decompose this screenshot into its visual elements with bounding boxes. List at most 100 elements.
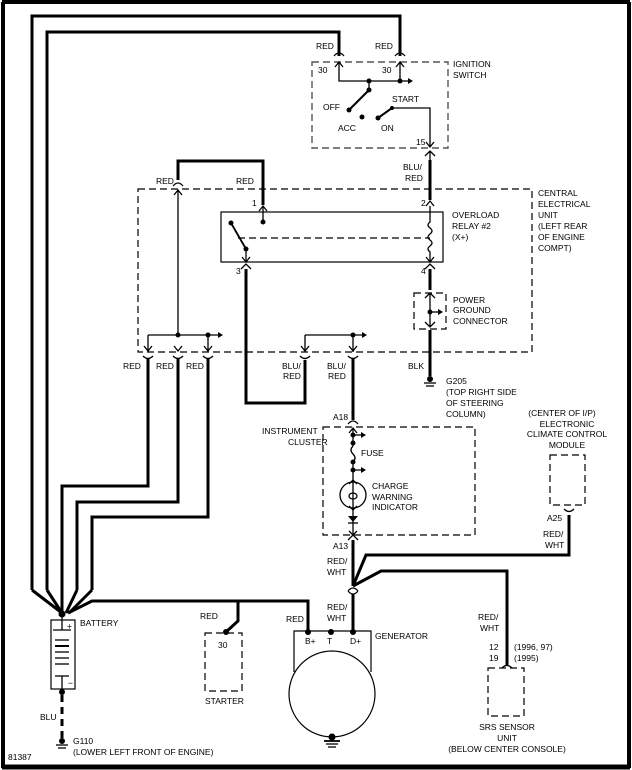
starter: 30 STARTER RED (200, 611, 244, 706)
svg-text:(LEFT REAR: (LEFT REAR (538, 221, 587, 231)
fuse-icon (350, 445, 356, 463)
terminal-label: 30 (382, 65, 392, 75)
svg-text:INDICATOR: INDICATOR (372, 502, 418, 512)
svg-text:COMPT): COMPT) (538, 243, 572, 253)
relay-title: OVERLOAD RELAY #2 (X+) (452, 210, 499, 242)
switch-position-acc: ACC (338, 123, 356, 133)
wire-red-generator-bplus (238, 599, 310, 632)
climate-control-module: (CENTER OF I/P) ELECTRONIC CLIMATE CONTR… (527, 408, 607, 550)
ground-icon (59, 738, 65, 744)
svg-text:WHT: WHT (545, 540, 564, 550)
wire-label: BLU (40, 712, 57, 722)
red-wht-splice: RED/ WHT RED/ WHT (327, 515, 571, 665)
wire-label: RED (405, 173, 423, 183)
ignition-switch-housing (311, 61, 449, 149)
svg-text:CENTRAL: CENTRAL (538, 188, 578, 198)
terminal-label: T (327, 636, 332, 646)
fuse-label: FUSE (361, 448, 384, 458)
terminal-label: 15 (416, 137, 426, 147)
svg-text:WHT: WHT (327, 613, 346, 623)
svg-text:(TOP RIGHT SIDE: (TOP RIGHT SIDE (446, 387, 517, 397)
terminal-label: 30 (318, 65, 328, 75)
ceu-housing (137, 188, 533, 353)
pin-label: A25 (547, 513, 562, 523)
wire-label: BLU/ (327, 361, 347, 371)
svg-text:POWER: POWER (453, 295, 485, 305)
pin-label: 1 (252, 198, 257, 208)
svg-text:CHARGE: CHARGE (372, 481, 409, 491)
switch-position-on: ON (381, 123, 394, 133)
svg-text:CLIMATE CONTROL: CLIMATE CONTROL (527, 429, 607, 439)
generator-icon (288, 650, 376, 738)
wire-label: BLU/ (282, 361, 302, 371)
pin-label: A13 (333, 541, 348, 551)
component-title: CLUSTER (288, 437, 328, 447)
svg-text:GROUND: GROUND (453, 305, 491, 315)
svg-text:RED/: RED/ (327, 556, 348, 566)
switch-position-start: START (392, 94, 419, 104)
svg-text:WHT: WHT (327, 567, 346, 577)
wire-red-wht-climate (351, 515, 571, 587)
ground-icon (427, 376, 433, 382)
wire-label: RED (283, 371, 301, 381)
pin-label: 19 (489, 653, 499, 663)
ignition-switch: RED RED 30 30 IGNITION SWITCH OFF START … (30, 14, 491, 590)
power-ground-title: POWER GROUND CONNECTOR (453, 295, 508, 326)
svg-text:G110: G110 (73, 736, 93, 746)
component-title: IGNITION (453, 59, 491, 69)
wire-red-wht-srs (352, 569, 509, 665)
svg-text:ELECTRONIC: ELECTRONIC (540, 419, 595, 429)
ground-g205: G205 (TOP RIGHT SIDE OF STEERING COLUMN) (424, 376, 517, 419)
svg-text:WARNING: WARNING (372, 492, 413, 502)
svg-text:RED/: RED/ (478, 612, 499, 622)
wire-label: RED (200, 611, 218, 621)
figure-number: 81387 (8, 752, 32, 762)
ground-icon (328, 733, 336, 741)
svg-text:(X+): (X+) (452, 232, 468, 242)
terminal-label: B+ (305, 636, 316, 646)
switch-position-off: OFF (323, 102, 340, 112)
generator: B+ T D+ GENERATOR RED (286, 614, 428, 748)
wire-label: RED (375, 41, 393, 51)
wire-red-loop (176, 159, 265, 205)
component-title: GENERATOR (375, 631, 428, 641)
battery-icon (50, 619, 76, 690)
wire-label: RED (286, 614, 304, 624)
instrument-cluster: A18 A13 INSTRUMENT CLUSTER FUSE CHARGE W… (262, 358, 476, 551)
overload-relay-2 (220, 211, 444, 263)
component-title: INSTRUMENT (262, 426, 318, 436)
pin-label: 3 (236, 266, 241, 276)
svg-text:(BELOW CENTER CONSOLE): (BELOW CENTER CONSOLE) (448, 744, 566, 754)
terminal-label: D+ (350, 636, 361, 646)
svg-text:WHT: WHT (480, 623, 499, 633)
svg-text:G205: G205 (446, 376, 467, 386)
starter-housing (204, 632, 243, 692)
wire-label: RED (123, 361, 141, 371)
wire-label: RED (328, 371, 346, 381)
wire-label: RED (156, 176, 174, 186)
terminal-label: 30 (218, 640, 228, 650)
wire-blu-red-relay-out (244, 269, 307, 405)
svg-text:(1996, 97): (1996, 97) (514, 642, 553, 652)
component-title: STARTER (205, 696, 244, 706)
pin-label: 12 (489, 642, 499, 652)
wire-label: BLK (408, 361, 424, 371)
svg-text:RELAY #2: RELAY #2 (452, 221, 491, 231)
battery: + − BATTERY BLU (31, 588, 310, 740)
svg-text:ELECTRICAL: ELECTRICAL (538, 199, 591, 209)
wire-red-battery-1 (60, 358, 150, 590)
wire-red-ignition-30b (30, 14, 402, 590)
ground-g110: G110 (LOWER LEFT FRONT OF ENGINE) (56, 736, 214, 757)
wire-label: BLU/ (403, 162, 423, 172)
component-title: BATTERY (80, 618, 119, 628)
battery-plus: + (67, 621, 72, 631)
svg-text:RED/: RED/ (543, 529, 564, 539)
svg-text:(LOWER LEFT FRONT OF ENGINE): (LOWER LEFT FRONT OF ENGINE) (73, 747, 214, 757)
wire-red-battery-2 (75, 358, 180, 590)
srs-housing (487, 667, 525, 717)
relay-coil (427, 206, 433, 262)
svg-text:UNIT: UNIT (538, 210, 558, 220)
